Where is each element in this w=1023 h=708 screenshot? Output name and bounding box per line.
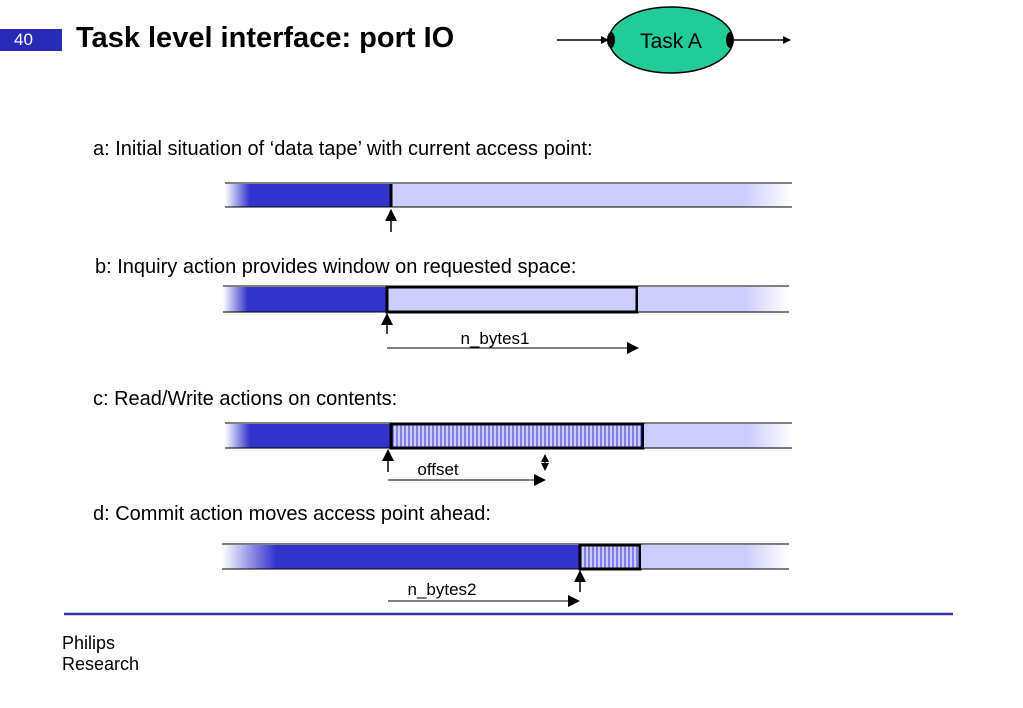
tape-b: n_bytes1: [223, 285, 789, 354]
caption-step-d: d: Commit action moves access point ahea…: [93, 503, 491, 525]
offset-label: offset: [417, 460, 459, 479]
slide-title: Task level interface: port IO: [76, 22, 455, 54]
slide-number: 40: [14, 30, 33, 49]
consumed-region: [225, 424, 391, 448]
footer-brand: Philips Research: [62, 633, 139, 675]
free-region: [644, 424, 792, 448]
task-node: Task A: [557, 6, 791, 74]
free-region: [391, 184, 792, 207]
caption-step-a: a: Initial situation of ‘data tape’ with…: [93, 138, 593, 160]
caption-step-c: c: Read/Write actions on contents:: [93, 388, 398, 410]
free-region: [641, 545, 789, 569]
task-label: Task A: [640, 30, 702, 53]
slide-number-badge: 40: [0, 29, 62, 51]
tape-d: n_bytes2: [222, 543, 789, 607]
n-bytes1-label: n_bytes1: [461, 329, 530, 348]
footer-line-1: Philips: [62, 633, 116, 653]
consumed-region: [223, 287, 387, 312]
consumed-region: [225, 184, 391, 207]
output-port-icon: [726, 32, 734, 48]
caption-step-b: b: Inquiry action provides window on req…: [95, 256, 577, 278]
input-port-icon: [607, 32, 615, 48]
footer-line-2: Research: [62, 654, 140, 674]
tape-a: [225, 182, 792, 232]
read-write-window: [389, 422, 645, 450]
n-bytes2-label: n_bytes2: [408, 580, 477, 599]
free-region: [638, 287, 789, 312]
remaining-window: [578, 543, 642, 571]
tape-c: offset: [225, 422, 792, 486]
window-region: [385, 285, 639, 314]
consumed-region: [222, 545, 580, 569]
